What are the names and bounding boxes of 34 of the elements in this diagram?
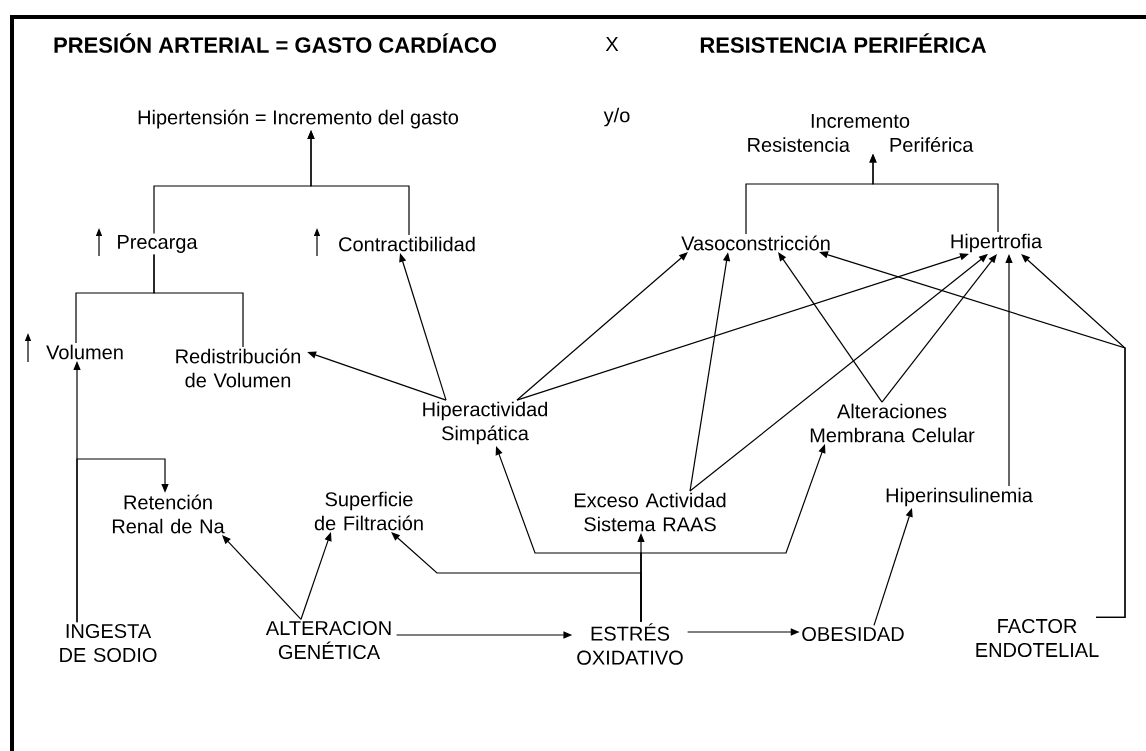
concept-label: Retención Renal de Na bbox=[112, 494, 225, 534]
concept-label: Alteraciones Membrana Celular bbox=[810, 403, 975, 443]
concept-label: Superficie de Filtración bbox=[314, 491, 423, 531]
text-label: X bbox=[605, 37, 619, 51]
concept-label: Hiperactividad Simpática bbox=[423, 401, 548, 445]
concept-label: Redistribución de Volumen bbox=[176, 348, 301, 388]
arrow bbox=[640, 444, 826, 623]
arrow bbox=[778, 252, 883, 403]
arrow bbox=[76, 458, 169, 623]
concept-label: ALTERACION GENÉTICA bbox=[265, 620, 391, 660]
concept-label: Hipertrofia bbox=[951, 233, 1043, 253]
concept-label: Vasoconstricción bbox=[681, 235, 830, 251]
concept-label: Incremento Resistencia Periférica bbox=[748, 114, 974, 152]
arrow bbox=[1005, 254, 1013, 487]
concept-label: Volumen bbox=[46, 344, 123, 360]
heading: PRESIÓN ARTERIAL = GASTO CARDÍACO bbox=[54, 33, 496, 53]
concept-label: Hipertensión = Incremento del gasto bbox=[138, 109, 459, 129]
text-label: y/o bbox=[603, 107, 630, 127]
concept-label: Contractibilidad bbox=[339, 236, 475, 252]
arrow bbox=[222, 535, 302, 620]
concept-label: Hiperinsulinemia bbox=[886, 487, 1033, 507]
heading: RESISTENCIA PERIFÉRICA bbox=[700, 33, 987, 53]
arrow bbox=[516, 253, 969, 401]
arrow bbox=[300, 532, 332, 620]
arrow bbox=[399, 253, 447, 401]
concept-label: Exceso Actividad Sistema RAAS bbox=[574, 492, 726, 532]
concept-label: INGESTA DE SODIO bbox=[60, 623, 157, 663]
connector-line bbox=[153, 253, 244, 348]
arrow bbox=[873, 508, 913, 626]
arrow bbox=[516, 252, 688, 401]
concept-label: Precarga bbox=[118, 235, 198, 253]
concept-label: ESTRÉS OXIDATIVO bbox=[577, 623, 683, 665]
concept-label: FACTOR ENDOTELIAL bbox=[976, 618, 1099, 658]
concept-label: OBESIDAD bbox=[802, 626, 904, 642]
